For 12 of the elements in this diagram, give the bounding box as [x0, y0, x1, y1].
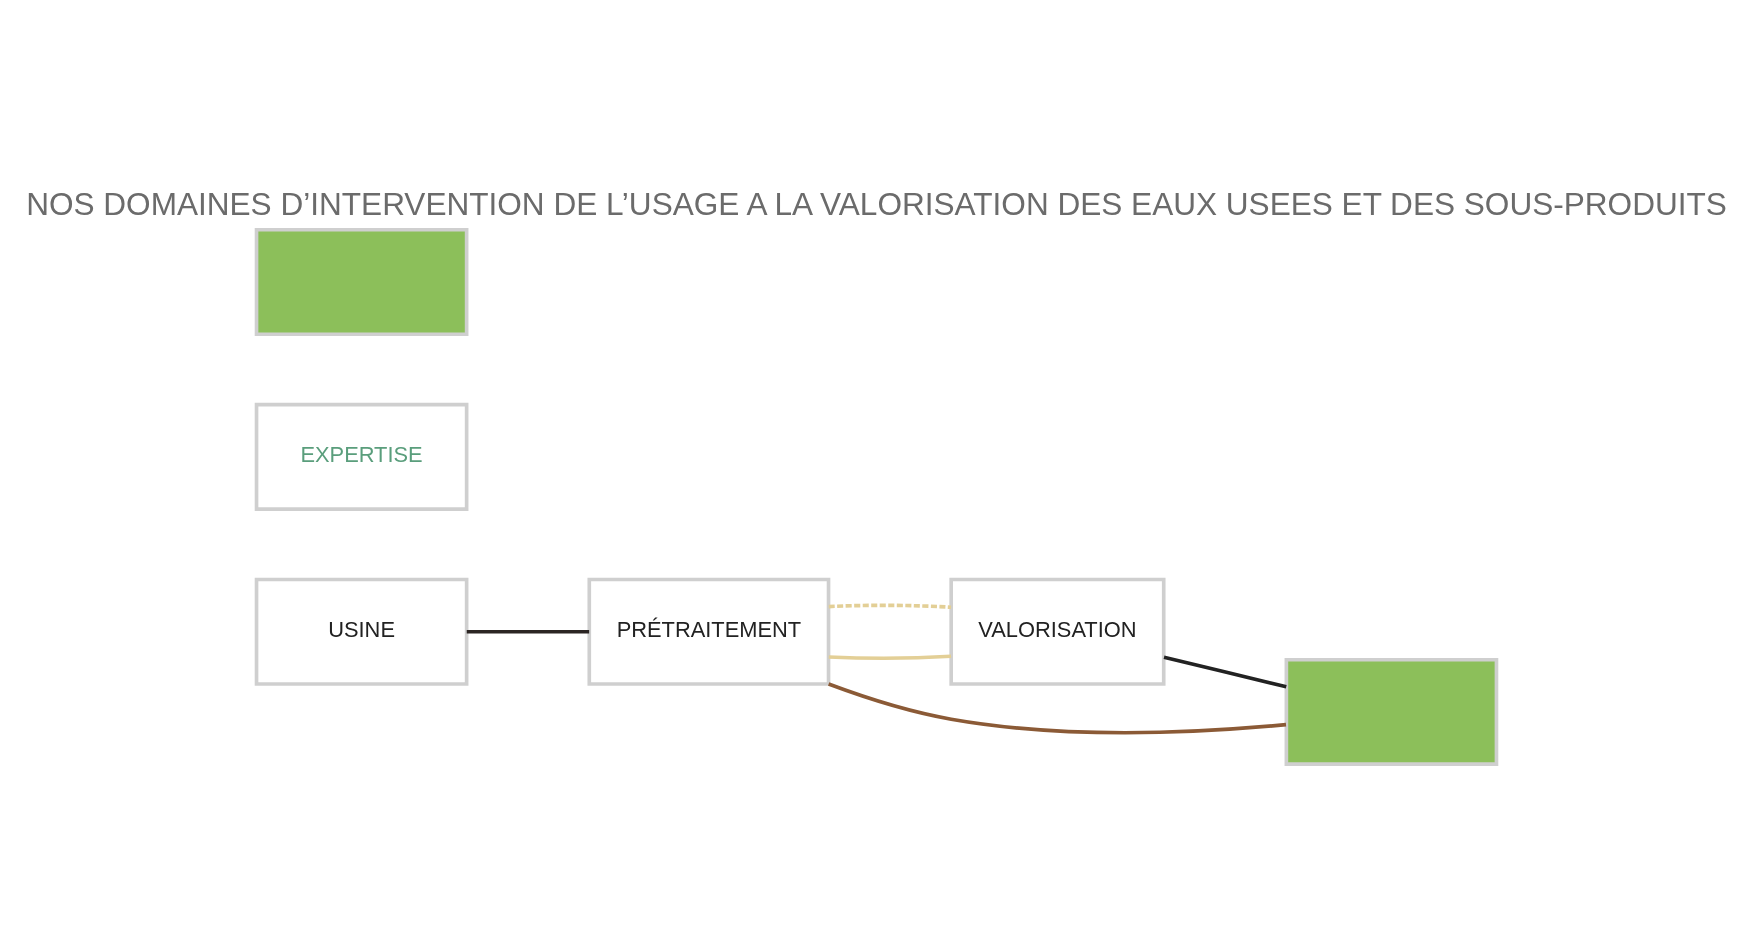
diagram-title: NOS DOMAINES D’INTERVENTION DE L’USAGE A LA VALORISATION DES EAUX USEES ET DES SOUS-PRODUITS	[25, 185, 1727, 222]
connector	[828, 653, 951, 660]
node-box: EXPERTISE	[254, 402, 468, 511]
connector	[828, 603, 951, 609]
node-box: PRÉTRAITEMENT	[586, 577, 830, 686]
connector	[1163, 654, 1287, 689]
connector	[466, 629, 589, 634]
node-box	[1284, 657, 1498, 766]
node-box: USINE	[254, 577, 468, 686]
node-box	[254, 227, 468, 336]
node-box: VALORISATION	[948, 577, 1166, 686]
connector	[827, 681, 1286, 734]
